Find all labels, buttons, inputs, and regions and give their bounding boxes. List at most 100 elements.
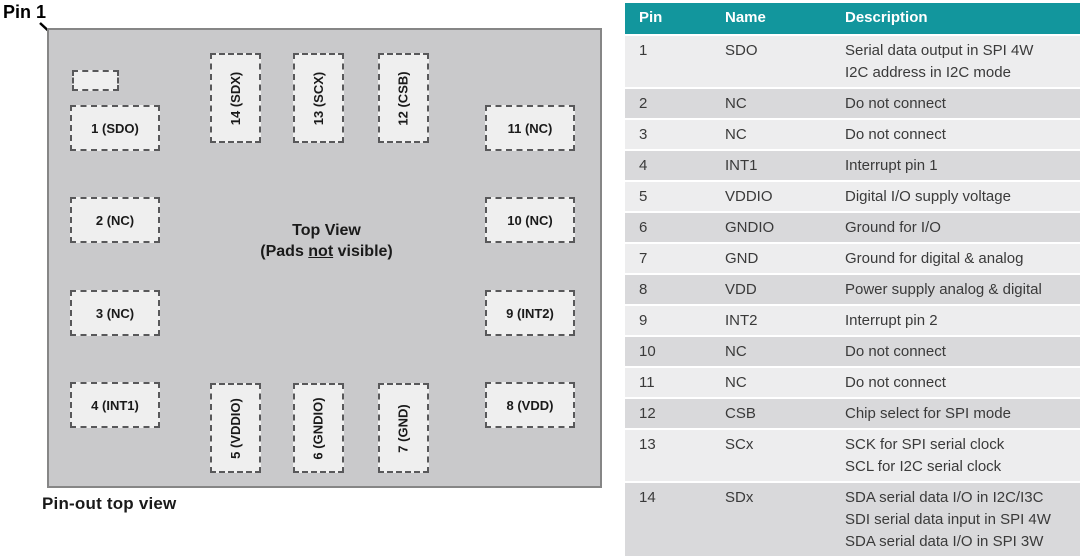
description-line: I2C address in I2C mode (845, 64, 1011, 81)
cell-name: INT2 (725, 312, 758, 329)
cell-description: Do not connect (845, 120, 1080, 149)
cell-name: CSB (725, 405, 756, 422)
pin-pad-label: 1 (SDO) (91, 120, 139, 136)
cell-description: Interrupt pin 2 (845, 306, 1080, 335)
top-view-title: Top View (292, 222, 361, 239)
description-line: Chip select for SPI mode (845, 405, 1011, 422)
chip-center-text: Top View (Pads not visible) (49, 220, 604, 262)
table-row: 12 CSB Chip select for SPI mode (625, 399, 1080, 430)
description-line: Do not connect (845, 343, 946, 360)
cell-description: Ground for digital & analog (845, 244, 1080, 273)
pin-pad-11: 11 (NC) (485, 105, 575, 151)
cell-pin: 10 (639, 343, 656, 360)
pin-pad-label: 3 (NC) (95, 305, 135, 321)
table-row: 10 NC Do not connect (625, 337, 1080, 368)
cell-description: Do not connect (845, 89, 1080, 118)
pin-pad-label: 4 (INT1) (91, 397, 139, 413)
pin-pad-13: 13 (SCX) (293, 53, 344, 143)
cell-description: Interrupt pin 1 (845, 151, 1080, 180)
pin-pad-label: 12 (CSB) (396, 70, 411, 126)
table-row: 1 SDO Serial data output in SPI 4W I2C addr… (625, 36, 1080, 89)
pin-pad-label: 7 (GND) (396, 403, 412, 453)
pin-description-table: Pin Name Description 1 SDO Serial data out… (625, 3, 1080, 558)
cell-description: Do not connect (845, 337, 1080, 366)
pin1-indicator-pad (72, 70, 119, 91)
description-line: SDA serial data I/O in I2C/I3C (845, 489, 1044, 506)
pin-pad-label: 14 (SDX) (228, 71, 243, 125)
cell-pin: 12 (639, 405, 656, 422)
cell-name: SDO (725, 42, 758, 59)
pads-note: (Pads not visible) (260, 243, 393, 260)
cell-name: VDD (725, 281, 757, 298)
description-line: Digital I/O supply voltage (845, 188, 1011, 205)
pin-pad-label: 6 (GNDIO) (311, 396, 326, 460)
cell-description: Serial data output in SPI 4W I2C address … (845, 36, 1080, 87)
cell-pin: 1 (639, 42, 648, 59)
pin-pad-12: 12 (CSB) (378, 53, 429, 143)
cell-name: NC (725, 374, 747, 391)
cell-pin: 11 (639, 374, 655, 391)
cell-pin: 14 (639, 489, 656, 506)
description-line: Ground for I/O (845, 219, 941, 236)
pin-pad-label: 9 (INT2) (506, 305, 554, 321)
cell-name: NC (725, 126, 747, 143)
pin-pad-1: 1 (SDO) (70, 105, 160, 151)
description-line: SDI serial data input in SPI 4W (845, 511, 1051, 528)
cell-name: NC (725, 343, 747, 360)
description-line: SCL for I2C serial clock (845, 458, 1002, 475)
header-name: Name (725, 9, 766, 26)
pin-pad-label: 5 (VDDIO) (228, 397, 244, 459)
pin-pad-8: 8 (VDD) (485, 382, 575, 428)
header-pin: Pin (639, 9, 663, 26)
pin-pad-9: 9 (INT2) (485, 290, 575, 336)
pin-pad-2: 2 (NC) (70, 197, 160, 243)
pin-pad-label: 13 (SCX) (311, 71, 326, 125)
pin-pad-10: 10 (NC) (485, 197, 575, 243)
cell-description: Do not connect (845, 368, 1080, 397)
pinout-diagram: Pin 1 1 (SDO) 2 (NC) 3 (NC) 4 (INT1) 14 (SD… (3, 2, 604, 513)
pin-pad-label: 10 (NC) (507, 212, 553, 228)
pin-pad-5: 5 (VDDIO) (210, 383, 261, 473)
cell-pin: 5 (639, 188, 648, 205)
description-line: Interrupt pin 2 (845, 312, 938, 329)
diagram-caption: Pin-out top view (42, 494, 177, 513)
table-row: 5 VDDIO Digital I/O supply voltage (625, 182, 1080, 213)
cell-description: Power supply analog & digital (845, 275, 1080, 304)
cell-name: NC (725, 95, 747, 112)
table-body: 1 SDO Serial data output in SPI 4W I2C addr… (625, 36, 1080, 558)
description-line: Do not connect (845, 374, 946, 391)
header-description: Description (845, 9, 928, 26)
pin-pad-6: 6 (GNDIO) (293, 383, 344, 473)
pin-pad-7: 7 (GND) (378, 383, 429, 473)
table-row: 6 GNDIO Ground for I/O (625, 213, 1080, 244)
description-line: SCK for SPI serial clock (845, 436, 1005, 453)
cell-description: Digital I/O supply voltage (845, 182, 1080, 211)
pin-pad-3: 3 (NC) (70, 290, 160, 336)
pin-pad-label: 11 (NC) (507, 120, 553, 136)
cell-pin: 2 (639, 95, 648, 112)
description-line: Serial data output in SPI 4W (845, 42, 1034, 59)
cell-description: Chip select for SPI mode (845, 399, 1080, 428)
pin1-callout-label: Pin 1 (3, 2, 47, 22)
cell-pin: 8 (639, 281, 648, 298)
cell-pin: 4 (639, 157, 648, 174)
cell-name: VDDIO (725, 188, 773, 205)
cell-pin: 7 (639, 250, 648, 267)
cell-pin: 13 (639, 436, 656, 453)
table-row: 2 NC Do not connect (625, 89, 1080, 120)
cell-description: Ground for I/O (845, 213, 1080, 242)
pin-pad-label: 2 (NC) (95, 212, 135, 228)
cell-pin: 6 (639, 219, 648, 236)
table-row: 8 VDD Power supply analog & digital (625, 275, 1080, 306)
description-line: Do not connect (845, 95, 946, 112)
description-line: Ground for digital & analog (845, 250, 1024, 267)
description-line: Power supply analog & digital (845, 281, 1042, 298)
cell-name: GNDIO (725, 219, 775, 236)
